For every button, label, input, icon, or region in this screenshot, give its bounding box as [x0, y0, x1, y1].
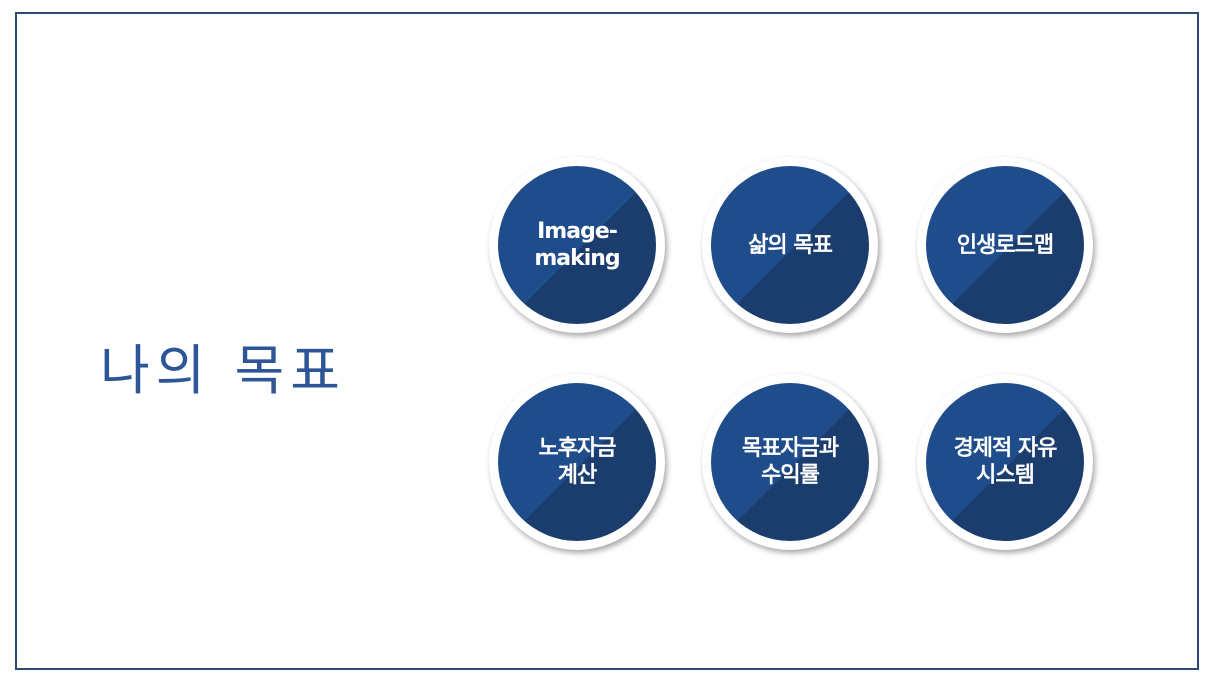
- goal-label: 목표자금과 수익률: [741, 436, 839, 488]
- goal-label: 인생로드맵: [956, 232, 1054, 258]
- goal-label: 노후자금 계산: [538, 436, 617, 488]
- goal-circle-retirement-fund[interactable]: 노후자금 계산: [489, 374, 665, 550]
- goal-circle-financial-freedom[interactable]: 경제적 자유 시스템: [917, 374, 1093, 550]
- goal-label: 삶의 목표: [748, 232, 833, 258]
- slide-frame: [15, 12, 1199, 670]
- goal-circle-life-roadmap[interactable]: 인생로드맵: [917, 157, 1093, 333]
- page-title: 나의 목표: [100, 339, 346, 402]
- goal-label: 경제적 자유 시스템: [953, 436, 1058, 488]
- goal-circle-life-goal[interactable]: 삶의 목표: [702, 157, 878, 333]
- goal-label: Image- making: [534, 219, 620, 271]
- goal-circle-image-making[interactable]: Image- making: [489, 157, 665, 333]
- goal-circle-target-fund-return[interactable]: 목표자금과 수익률: [702, 374, 878, 550]
